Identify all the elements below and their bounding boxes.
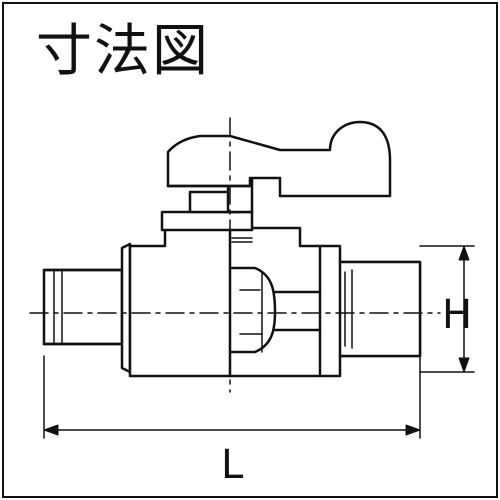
left-collar [120,242,132,374]
lever-handle [166,120,392,198]
height-label: H [442,292,472,338]
length-label: L [221,442,244,488]
drawing-title: 寸法図 [36,19,210,84]
dimension-h [419,245,475,373]
male-thread [42,268,124,346]
female-socket [338,260,422,358]
dimension-l [43,355,421,439]
